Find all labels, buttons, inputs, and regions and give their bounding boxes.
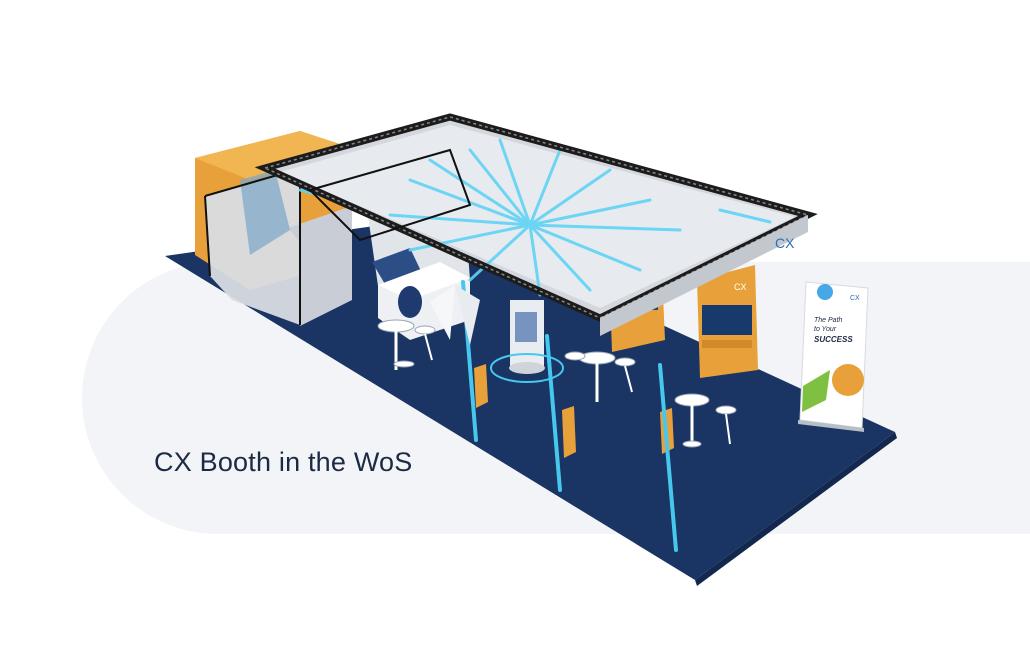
orange-kiosk-right: CX bbox=[697, 265, 758, 378]
banner-logo: CX bbox=[850, 295, 860, 302]
table-set-2 bbox=[564, 351, 636, 402]
rollup-banner: CX The Path to Your SUCCESS bbox=[798, 281, 869, 432]
table-set-1 bbox=[377, 319, 436, 370]
meeting-room bbox=[195, 131, 352, 326]
center-column bbox=[490, 300, 564, 383]
banner-line-3: SUCCESS bbox=[814, 335, 853, 344]
canopy-logo: CX bbox=[775, 235, 795, 251]
banner-line-1: The Path bbox=[814, 317, 843, 324]
rear-panel-logo: CX bbox=[734, 282, 747, 292]
booth-caption: CX Booth in the WoS bbox=[154, 447, 413, 477]
table-set-3 bbox=[674, 393, 737, 448]
neon-pillars bbox=[430, 280, 678, 552]
booth-floor bbox=[165, 218, 895, 580]
banner-line-2: to Your bbox=[814, 326, 837, 333]
canopy: CX bbox=[254, 113, 818, 336]
